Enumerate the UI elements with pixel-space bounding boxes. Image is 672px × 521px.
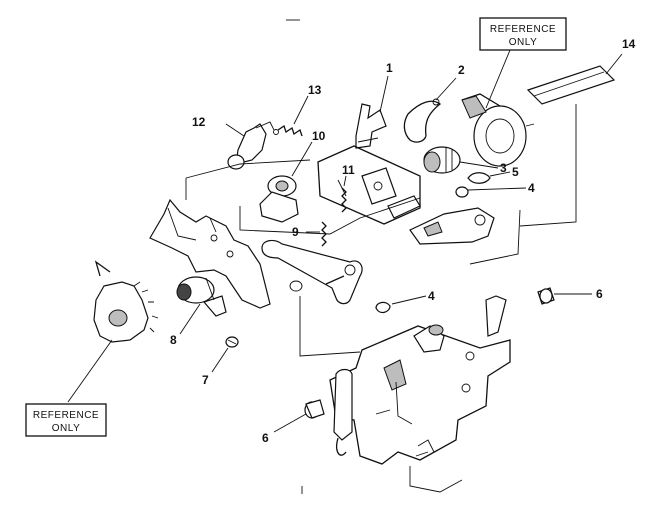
callout-2: 2 <box>458 63 465 77</box>
reference-gear-left <box>93 260 159 343</box>
leader-reference-top <box>485 49 511 109</box>
part-11-small-spring <box>341 187 347 213</box>
reference-label-top-line1: REFERENCE <box>490 24 556 35</box>
part-6-screw-left <box>304 399 325 419</box>
callout-4-upper: 4 <box>528 181 535 195</box>
leader-8 <box>179 303 201 335</box>
callout-13: 13 <box>308 83 322 97</box>
part-13-spring <box>273 124 303 137</box>
leader-3 <box>459 161 499 169</box>
leader-14 <box>605 53 623 75</box>
callout-14: 14 <box>622 37 636 51</box>
leader-2 <box>435 77 457 101</box>
assembly-line-1 <box>185 159 311 179</box>
reference-box-top: REFERENCE ONLY <box>479 17 567 51</box>
right-cam-plate <box>409 207 495 245</box>
leader-10 <box>291 141 313 177</box>
part-4-washer-lower <box>375 301 391 314</box>
callout-7: 7 <box>202 373 209 387</box>
leader-4-upper <box>467 187 527 191</box>
reference-label-left-line1: REFERENCE <box>33 410 99 421</box>
leader-12 <box>225 123 245 137</box>
part-10-pivot-arm <box>259 175 299 223</box>
callout-5: 5 <box>512 165 519 179</box>
part-8-shaft-collar <box>176 276 227 317</box>
part-9-spring <box>321 221 327 247</box>
part-12-lever <box>227 121 275 170</box>
reference-label-left-line2: ONLY <box>52 423 81 434</box>
leader-reference-left <box>67 339 113 403</box>
leader-11 <box>343 175 347 187</box>
callout-9: 9 <box>292 225 299 239</box>
callout-11: 11 <box>342 163 355 177</box>
part-1-bracket <box>355 103 387 149</box>
callout-4-lower: 4 <box>428 289 435 303</box>
part-3-cylinder <box>423 146 461 174</box>
leader-13 <box>293 95 309 125</box>
assembly-line-4 <box>469 209 521 265</box>
assembly-line-3 <box>239 197 421 235</box>
part-4-washer-upper <box>455 186 469 198</box>
leader-4-lower <box>391 295 427 305</box>
leader-1 <box>379 75 389 113</box>
callout-10: 10 <box>312 129 326 143</box>
callout-3: 3 <box>500 161 507 175</box>
part-5-clip <box>467 172 491 184</box>
callout-6-right: 6 <box>596 287 603 301</box>
part-7-screw <box>225 336 239 348</box>
part-14-flat-strip <box>526 65 616 105</box>
callout-6-left: 6 <box>262 431 269 445</box>
callout-12: 12 <box>192 115 206 129</box>
callout-1: 1 <box>386 61 393 75</box>
leader-5 <box>489 171 511 177</box>
reference-box-left: REFERENCE ONLY <box>25 403 107 437</box>
leader-7 <box>211 347 229 373</box>
part-2-spring <box>403 98 442 143</box>
reference-gear-top <box>461 93 535 167</box>
bottom-chassis <box>299 295 511 493</box>
part-6-screw-right <box>537 287 555 305</box>
left-side-frame <box>149 198 271 309</box>
link-arm <box>261 239 363 305</box>
center-frame-plate <box>317 145 421 225</box>
callout-8: 8 <box>170 333 177 347</box>
leader-6-left <box>273 413 307 433</box>
assembly-line-5 <box>519 104 577 227</box>
reference-label-top-line2: ONLY <box>509 37 538 48</box>
